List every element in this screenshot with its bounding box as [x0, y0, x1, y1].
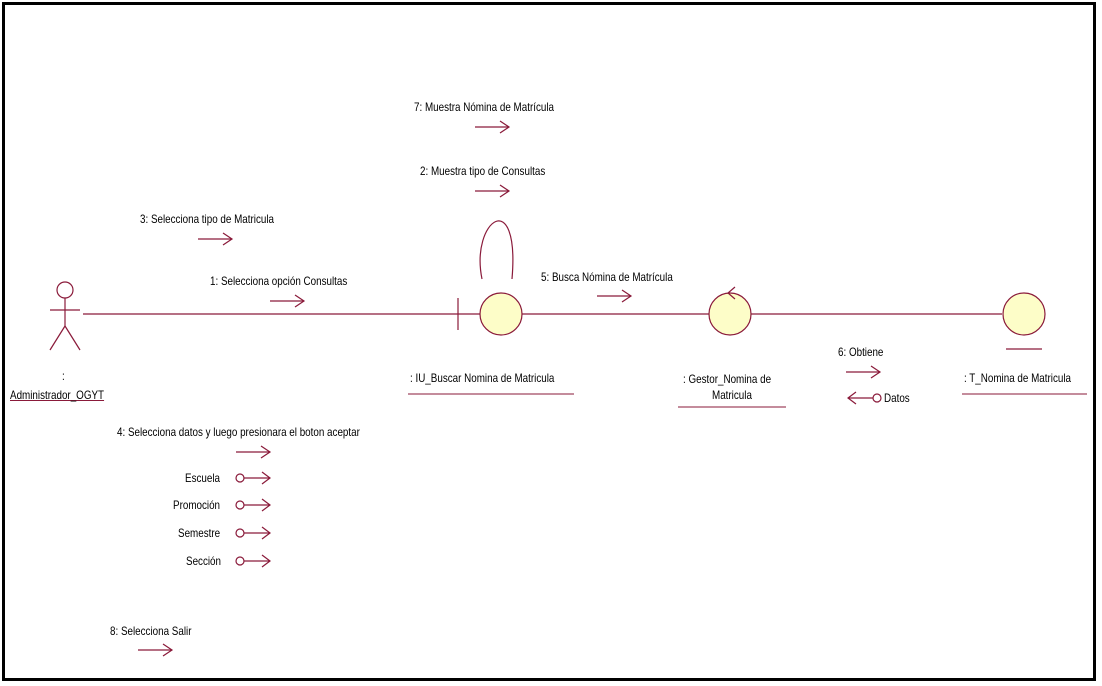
arrow-m3: [197, 232, 233, 246]
arrow-m1: [269, 294, 305, 308]
arrow-m8: [137, 643, 173, 657]
actor-name-label: Administrador_OGYT: [10, 388, 105, 402]
param-semestre-label: Semestre: [178, 526, 221, 540]
message-4-label: 4: Selecciona datos y luego presionara e…: [117, 425, 360, 439]
message-5-label: 5: Busca Nómina de Matrícula: [541, 270, 673, 284]
entity-object-icon: [1002, 292, 1046, 350]
param-seccion-label: Sección: [186, 554, 222, 568]
param-escuela-label: Escuela: [185, 471, 221, 485]
param-flow-icons: [235, 471, 271, 568]
message-1-label: 1: Selecciona opción Consultas: [210, 274, 348, 288]
control-object-label-line2: Matricula: [712, 388, 752, 402]
arrow-m7: [474, 120, 510, 134]
control-object-label-line1: : Gestor_Nomina de: [683, 372, 772, 386]
boundary-object-label: : IU_Buscar Nomina de Matricula: [410, 371, 555, 385]
param-promocion-label: Promoción: [173, 498, 221, 512]
message-8-label: 8: Selecciona Salir: [110, 624, 192, 638]
boundary-object-icon: [457, 292, 523, 336]
arrow-m6: [845, 365, 881, 379]
actor-colon: :: [62, 369, 65, 383]
message-2-label: 2: Muestra tipo de Consultas: [420, 164, 546, 178]
message-3-label: 3: Selecciona tipo de Matricula: [140, 212, 275, 226]
arrow-m5: [596, 289, 632, 303]
entity-object-label: : T_Nomina de Matricula: [964, 371, 1072, 385]
actor-icon: [49, 281, 81, 351]
return-data-flow-icon: [847, 391, 882, 405]
return-param-label: Datos: [884, 391, 910, 405]
message-6-label: 6: Obtiene: [838, 345, 884, 359]
arrow-m4: [235, 445, 271, 459]
control-object-icon: [708, 286, 752, 336]
self-loop: [479, 220, 514, 280]
message-7-label: 7: Muestra Nómina de Matrícula: [414, 100, 555, 114]
arrow-m2: [474, 184, 510, 198]
